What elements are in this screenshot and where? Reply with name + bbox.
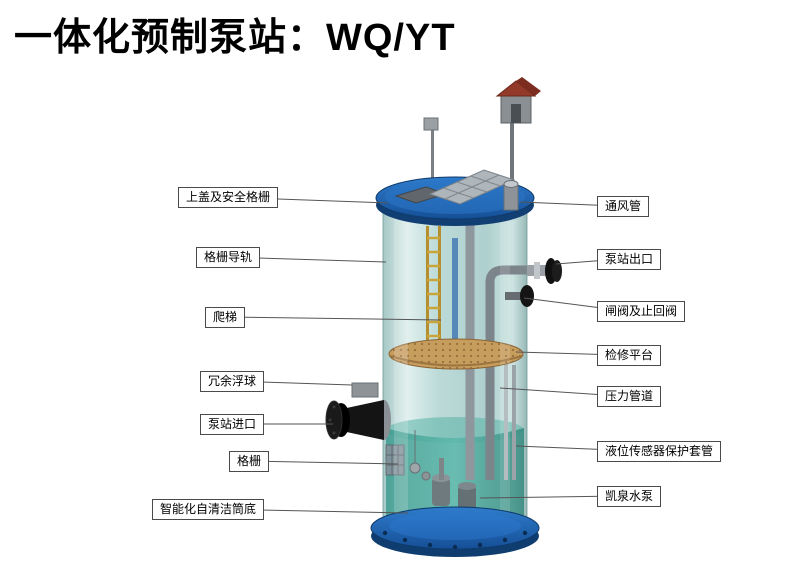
label-grille-guide-rail: 格栅导轨 [196,247,261,268]
label-gate-check-valve: 闸阀及止回阀 [597,301,686,322]
instrument-mast [423,112,514,200]
page-title: 一体化预制泵站：WQ/YT [14,17,456,59]
gate-check-valve [505,285,534,307]
label-self-cleaning-bottom: 智能化自清洁筒底 [152,499,265,520]
vent-pipe [503,180,519,211]
label-service-platform: 检修平台 [597,345,662,366]
sensor-sleeves [504,360,516,480]
label-ladder: 爬梯 [205,307,246,328]
outlet-pipe [527,258,562,284]
float-balls [409,430,431,481]
label-top-cover-safety-grille: 上盖及安全格栅 [178,187,279,208]
control-cabin [495,77,541,124]
label-grille: 格栅 [229,451,270,472]
ladder [426,226,441,352]
solar-panel [428,169,516,205]
submersible-pumps [432,458,476,512]
label-kaiquan-pump: 凯泉水泵 [597,486,662,507]
label-vent-pipe: 通风管 [597,196,650,217]
glass-highlight [394,216,408,518]
glass-highlight-2 [500,216,510,518]
inlet-pipe [325,382,391,440]
label-station-outlet: 泵站出口 [597,249,662,270]
label-station-inlet: 泵站进口 [200,414,265,435]
basket-grille [385,444,405,476]
label-pressure-pipe: 压力管道 [597,386,662,407]
pressure-pipe [485,265,534,480]
label-redundant-float: 冗余浮球 [200,371,265,392]
guide-rail [452,238,458,354]
base-flange [370,506,540,557]
service-platform [388,338,524,370]
label-level-sensor-sleeve: 液位传感器保护套管 [597,441,722,462]
